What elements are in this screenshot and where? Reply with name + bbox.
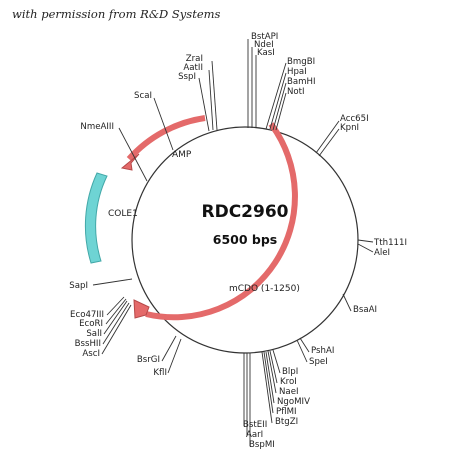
amp-feature-arc (126, 115, 206, 162)
svg-text:ZraI: ZraI (186, 54, 203, 64)
svg-text:BlpI: BlpI (282, 367, 298, 377)
svg-text:BsrGI: BsrGI (137, 355, 160, 365)
svg-text:PshAI: PshAI (311, 346, 334, 356)
svg-text:KasI: KasI (257, 48, 275, 58)
svg-text:AleI: AleI (374, 248, 390, 258)
restriction-sites (92, 39, 374, 446)
svg-text:SalI: SalI (86, 329, 102, 339)
svg-text:SpeI: SpeI (309, 357, 328, 367)
mcdo-feature-arc (145, 122, 298, 321)
mcdo-label: mCDO (1-1250) (229, 284, 300, 294)
plasmid-name: RDC2960 (202, 202, 289, 222)
amp-label: AMP (172, 150, 192, 160)
plasmid-size: 6500 bps (213, 232, 277, 247)
svg-text:AarI: AarI (246, 430, 263, 440)
svg-text:NotI: NotI (287, 87, 305, 97)
svg-text:SspI: SspI (178, 72, 196, 82)
svg-text:Tth111I: Tth111I (373, 238, 407, 248)
svg-text:EcoRI: EcoRI (79, 319, 103, 329)
svg-text:BstEII: BstEII (243, 420, 267, 430)
svg-text:BamHI: BamHI (287, 77, 316, 87)
svg-text:KroI: KroI (280, 377, 297, 387)
restriction-labels: BstAPI NdeI KasI BmgBI HpaI BamHI NotI Z… (69, 32, 407, 450)
svg-text:BspMI: BspMI (249, 440, 275, 450)
svg-text:NdeI: NdeI (254, 40, 274, 50)
svg-text:AatII: AatII (183, 63, 203, 73)
cole1-label: COLE1 (108, 209, 138, 219)
svg-text:ScaI: ScaI (134, 91, 152, 101)
svg-text:KflI: KflI (153, 368, 167, 378)
svg-text:NmeAIII: NmeAIII (80, 122, 114, 132)
svg-text:BmgBI: BmgBI (287, 57, 315, 67)
mcdo-arrowhead (133, 299, 150, 319)
svg-text:BstAPI: BstAPI (251, 32, 278, 42)
svg-text:NgoMIV: NgoMIV (277, 397, 310, 407)
svg-text:BsaAI: BsaAI (353, 305, 377, 315)
svg-text:NaeI: NaeI (279, 387, 299, 397)
svg-text:AscI: AscI (82, 349, 100, 359)
credit-line: with permission from R&D Systems (12, 7, 221, 21)
svg-text:BssHII: BssHII (75, 339, 101, 349)
svg-text:Acc65I: Acc65I (340, 114, 369, 124)
svg-text:Eco47III: Eco47III (70, 310, 104, 320)
cole1-feature-block (84, 172, 108, 264)
svg-text:BtgZI: BtgZI (275, 417, 298, 427)
svg-text:PflMI: PflMI (276, 407, 297, 417)
svg-text:HpaI: HpaI (287, 67, 307, 77)
svg-text:KpnI: KpnI (340, 123, 359, 133)
svg-text:SapI: SapI (69, 281, 88, 291)
